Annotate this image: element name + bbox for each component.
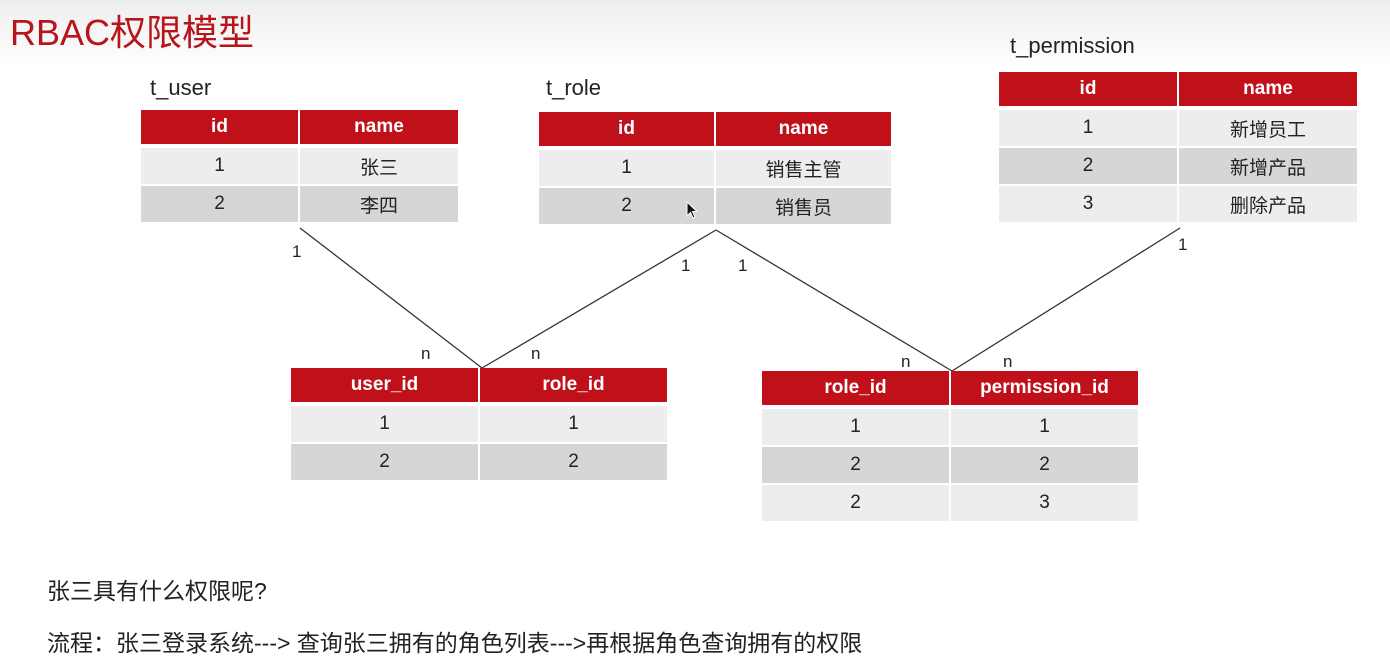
role-permission-table: role_id permission_id 1 1 2 2 2 3 [760, 371, 1140, 523]
t-user-table-name: t_user [150, 75, 212, 100]
table-row: 2 新增产品 [999, 148, 1357, 186]
cardinality-user-one: 1 [292, 242, 302, 261]
table-row: 1 张三 [141, 148, 458, 186]
column-header: user_id [291, 368, 478, 406]
table-row: 1 销售主管 [539, 150, 891, 188]
table-row: 2 李四 [141, 186, 458, 224]
t-permission-table-name: t_permission [1010, 33, 1135, 58]
cardinality-userrole-left-many: n [421, 344, 431, 363]
user-role-table: user_id role_id 1 1 2 2 [289, 368, 669, 482]
table-cell: 2 [999, 148, 1177, 186]
table-cell: 李四 [300, 186, 458, 224]
column-header: role_id [762, 371, 949, 409]
table-row: 3 删除产品 [999, 186, 1357, 224]
table-cell: 1 [951, 409, 1138, 447]
table-row: 2 2 [762, 447, 1138, 485]
table-cell: 3 [951, 485, 1138, 523]
table-cell: 销售主管 [716, 150, 891, 188]
table-row: 2 销售员 [539, 188, 891, 226]
table-cell: 销售员 [716, 188, 891, 226]
slide-title: RBAC权限模型 [10, 12, 255, 53]
cardinality-roleperm-left-many: n [901, 352, 911, 371]
table-cell: 2 [141, 186, 298, 224]
footer-flow: 流程：张三登录系统---> 查询张三拥有的角色列表--->再根据角色查询拥有的权… [47, 630, 863, 656]
table-cell: 新增员工 [1179, 110, 1357, 148]
title-band [0, 0, 1390, 70]
column-header: id [999, 72, 1177, 110]
t-role-table-name: t_role [546, 75, 602, 100]
table-row: 2 3 [762, 485, 1138, 523]
table-cell: 1 [999, 110, 1177, 148]
table-cell: 2 [480, 444, 667, 482]
role-to-roleperm-line [715, 229, 953, 372]
role-to-userrole-line [481, 229, 717, 369]
cardinality-userrole-right-many: n [531, 344, 541, 363]
column-header: id [141, 110, 298, 148]
table-cell: 2 [539, 188, 714, 226]
table-cell: 2 [762, 485, 949, 523]
user-to-userrole-line [299, 227, 483, 369]
table-row: 1 1 [762, 409, 1138, 447]
table-cell: 1 [141, 148, 298, 186]
table-cell: 1 [762, 409, 949, 447]
table-cell: 1 [480, 406, 667, 444]
footer-question: 张三具有什么权限呢? [47, 578, 267, 604]
t-permission-table: id name 1 新增员工 2 新增产品 3 删除产品 [997, 72, 1359, 224]
column-header: name [300, 110, 458, 148]
mouse-cursor-icon [686, 201, 699, 219]
t-user-table: id name 1 张三 2 李四 [139, 110, 460, 224]
column-header: name [1179, 72, 1357, 110]
table-cell: 删除产品 [1179, 186, 1357, 224]
column-header: role_id [480, 368, 667, 406]
table-cell: 新增产品 [1179, 148, 1357, 186]
table-cell: 张三 [300, 148, 458, 186]
column-header: name [716, 112, 891, 150]
perm-to-roleperm-line [951, 227, 1181, 372]
table-row: 2 2 [291, 444, 667, 482]
table-cell: 2 [762, 447, 949, 485]
column-header: id [539, 112, 714, 150]
cardinality-roleperm-right-many: n [1003, 352, 1013, 371]
column-header: permission_id [951, 371, 1138, 409]
cardinality-role-right-one: 1 [738, 256, 748, 275]
cardinality-perm-one: 1 [1178, 235, 1188, 254]
table-cell: 1 [291, 406, 478, 444]
t-role-table: id name 1 销售主管 2 销售员 [537, 112, 893, 226]
cardinality-role-left-one: 1 [681, 256, 691, 275]
table-cell: 3 [999, 186, 1177, 224]
table-cell: 1 [539, 150, 714, 188]
table-row: 1 新增员工 [999, 110, 1357, 148]
table-cell: 2 [951, 447, 1138, 485]
table-cell: 2 [291, 444, 478, 482]
table-row: 1 1 [291, 406, 667, 444]
